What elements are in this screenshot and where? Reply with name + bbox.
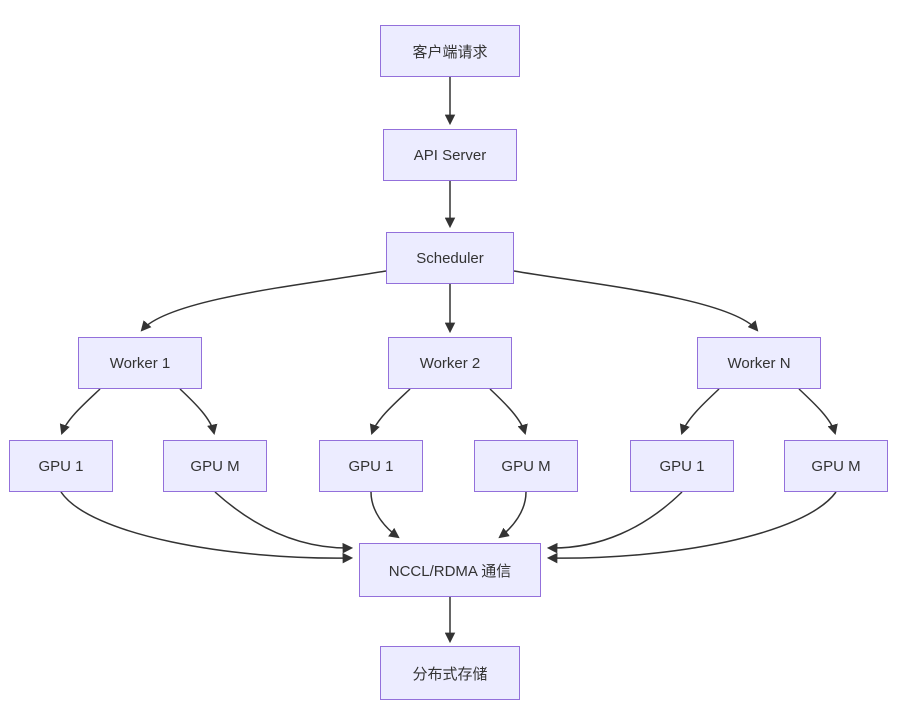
edge-w2gpu1-to-nccl <box>370 491 400 539</box>
node-worker2-gpu-m: GPU M <box>474 440 578 492</box>
edge-workerN-to-gpu1 <box>679 388 720 435</box>
node-label: Worker 1 <box>109 354 171 372</box>
edge-wNgpu1-to-nccl <box>546 491 683 554</box>
node-label: NCCL/RDMA 通信 <box>388 562 512 580</box>
node-label: Worker N <box>727 354 791 372</box>
node-worker1-gpu-m: GPU M <box>163 440 267 492</box>
node-label: Scheduler <box>416 249 484 267</box>
node-workern-gpu-m: GPU M <box>784 440 888 492</box>
edge-worker2-to-gpuM <box>489 388 528 436</box>
node-label: Worker 2 <box>419 354 481 372</box>
node-client-request: 客户端请求 <box>380 25 520 77</box>
node-label: GPU M <box>190 457 240 475</box>
node-worker-1: Worker 1 <box>78 337 202 389</box>
node-label: GPU 1 <box>348 457 394 475</box>
edge-w1gpu1-to-nccl <box>60 491 354 564</box>
node-label: GPU M <box>811 457 861 475</box>
node-worker1-gpu-1: GPU 1 <box>9 440 113 492</box>
node-api-server: API Server <box>383 129 517 181</box>
node-workern-gpu-1: GPU 1 <box>630 440 734 492</box>
edge-w1gpuM-to-nccl <box>214 491 354 554</box>
edge-workerN-to-gpuM <box>798 388 838 436</box>
edge-scheduler-to-workerN <box>513 270 759 332</box>
edge-worker1-to-gpuM <box>179 388 218 436</box>
edge-wNgpuM-to-nccl <box>546 491 837 564</box>
edge-worker1-to-gpu1 <box>59 388 101 435</box>
node-label: 客户端请求 <box>412 43 488 61</box>
node-label: GPU M <box>501 457 551 475</box>
node-label: GPU 1 <box>38 457 84 475</box>
node-worker2-gpu-1: GPU 1 <box>319 440 423 492</box>
edge-scheduler-to-worker1 <box>140 270 387 332</box>
node-worker-n: Worker N <box>697 337 821 389</box>
node-label: API Server <box>413 146 487 164</box>
node-label: GPU 1 <box>659 457 705 475</box>
edge-worker2-to-gpu1 <box>369 388 411 435</box>
node-distributed-storage: 分布式存储 <box>380 646 520 700</box>
edge-w2gpuM-to-nccl <box>498 491 527 539</box>
node-nccl-rdma-comm: NCCL/RDMA 通信 <box>359 543 541 597</box>
node-worker-2: Worker 2 <box>388 337 512 389</box>
node-scheduler: Scheduler <box>386 232 514 284</box>
node-label: 分布式存储 <box>412 665 488 683</box>
